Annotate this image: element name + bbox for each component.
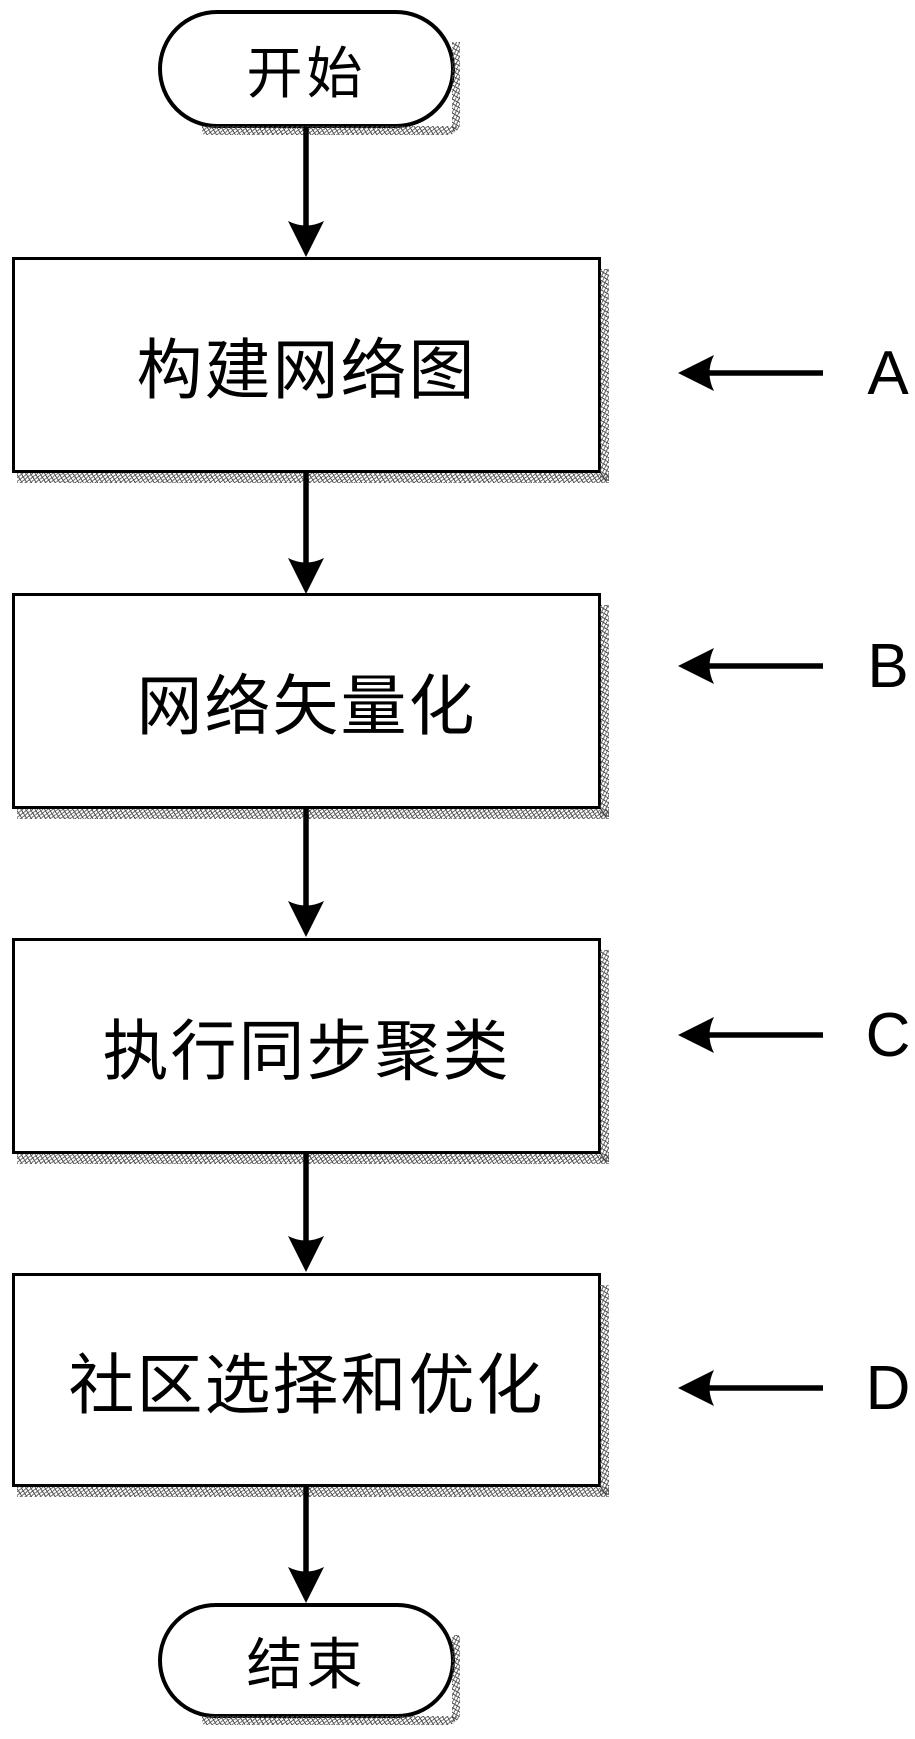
end-label: 结束 xyxy=(246,1635,367,1697)
process-label: 构建网络图 xyxy=(136,335,477,408)
start-label: 开始 xyxy=(246,43,367,106)
step-annotation-b: B xyxy=(867,631,909,701)
process-label: 网络矢量化 xyxy=(136,671,477,744)
process-label: 社区选择和优化 xyxy=(68,1350,545,1423)
process-label: 执行同步聚类 xyxy=(102,1016,511,1089)
step-annotation-d: D xyxy=(865,1353,911,1423)
process-box-network-vectorization: 网络矢量化 xyxy=(12,593,609,819)
process-box-community-selection-optimization: 社区选择和优化 xyxy=(12,1273,609,1497)
arrow-left-icon xyxy=(678,1370,823,1406)
arrow-down-icon xyxy=(288,127,324,257)
arrow-left-icon xyxy=(678,648,823,684)
step-annotation-a: A xyxy=(867,338,909,408)
arrow-left-icon xyxy=(678,355,823,391)
arrow-down-icon xyxy=(288,1487,324,1603)
process-box-execute-sync-clustering: 执行同步聚类 xyxy=(12,938,609,1164)
arrow-down-icon xyxy=(288,1154,324,1272)
arrow-down-icon xyxy=(288,473,324,594)
end-terminal: 结束 xyxy=(158,1603,460,1725)
arrow-down-icon xyxy=(288,809,324,937)
step-annotation-c: C xyxy=(865,1000,911,1070)
arrow-left-icon xyxy=(678,1017,823,1053)
start-terminal: 开始 xyxy=(158,10,460,135)
process-box-build-network-graph: 构建网络图 xyxy=(12,257,609,483)
